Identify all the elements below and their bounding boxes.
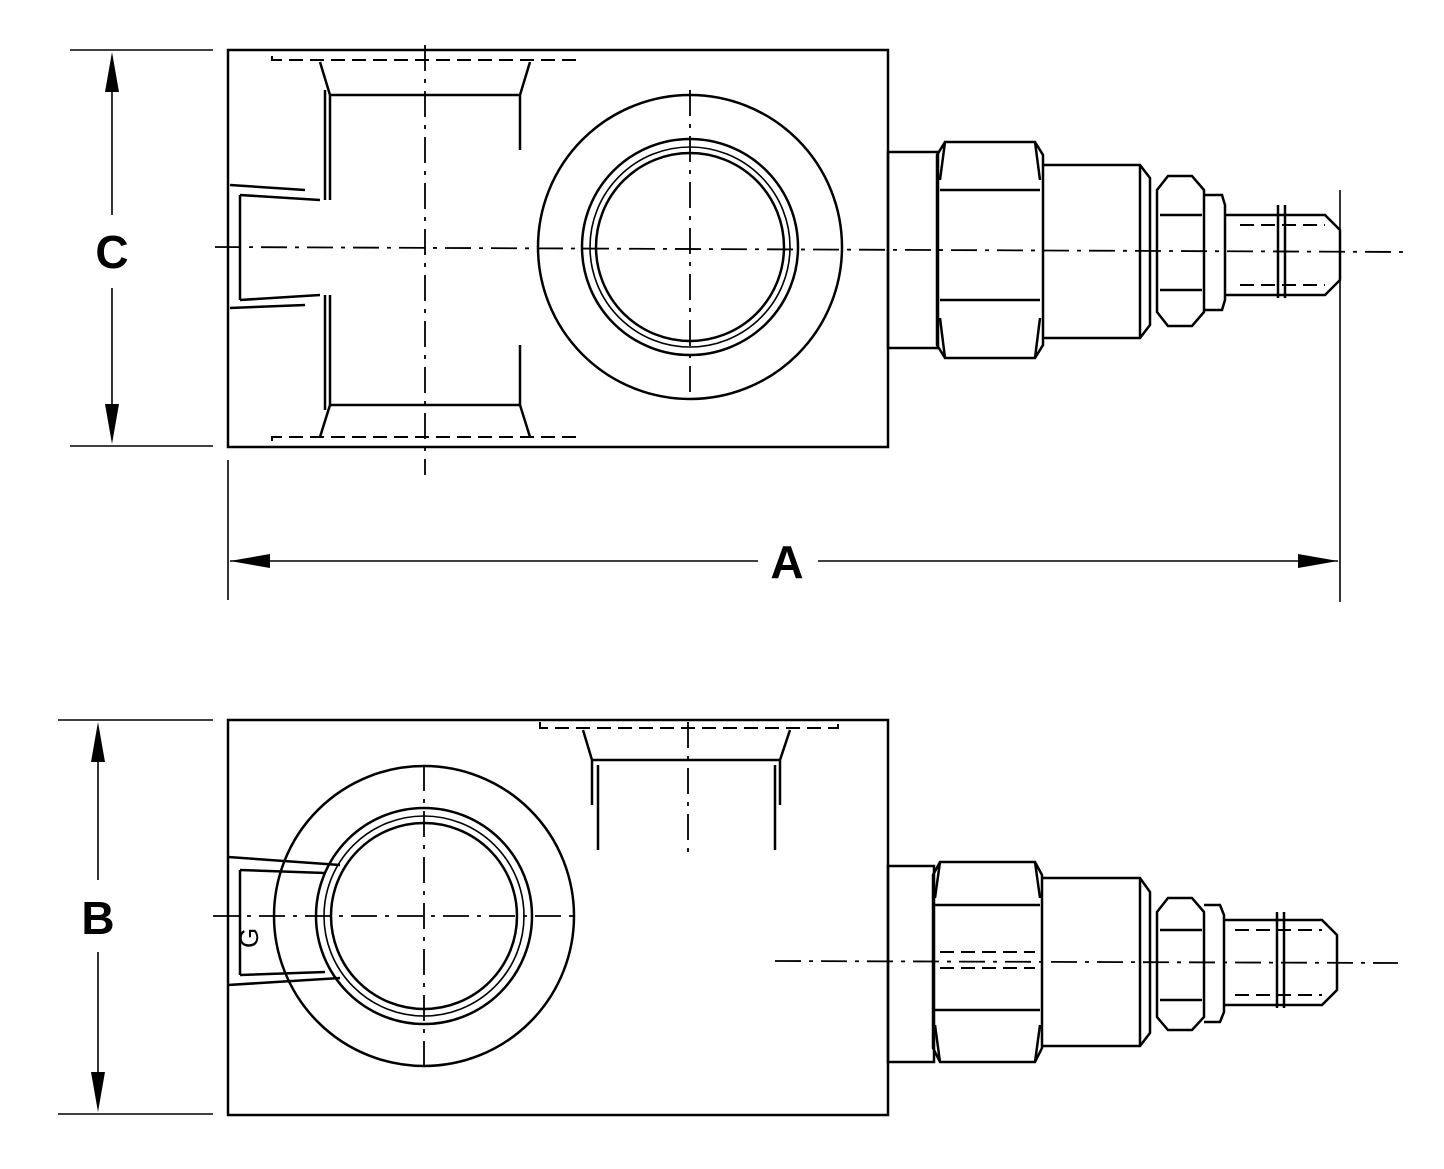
front-view-small-collar: [1204, 903, 1226, 1024]
front-view-small-hex: [1155, 896, 1206, 1032]
top-view-small-collar: [1204, 193, 1227, 312]
dim-b-arrow-bottom: [91, 1072, 105, 1112]
dim-b-arrow-top: [91, 722, 105, 762]
dim-a-label: A: [770, 536, 803, 588]
top-view-small-hex: [1155, 174, 1206, 328]
front-view-adjusting-stem: [1224, 912, 1339, 1008]
front-view-cartridge-collar: [886, 864, 936, 1064]
dim-c-label: C: [95, 226, 128, 278]
front-view-hex-nut: [931, 860, 1044, 1064]
front-view-cartridge-centerline: [774, 960, 1399, 964]
top-view-hex-nut: [935, 140, 1045, 360]
top-view-horizontal-centerline: [214, 246, 1406, 253]
dim-c-arrow-bottom: [105, 404, 119, 444]
front-view-upper-port-bore: [581, 729, 792, 850]
top-view: C A: [70, 45, 1406, 602]
front-view: G B: [58, 718, 1399, 1117]
front-view-stem-hidden: [1235, 929, 1322, 996]
front-view-body: [226, 718, 890, 1117]
dim-b-label: B: [81, 892, 114, 944]
dim-a-arrow-right: [1298, 554, 1338, 568]
dim-a-arrow-left: [230, 554, 270, 568]
top-view-stem-hidden: [1240, 224, 1325, 286]
front-view-cartridge-body: [1042, 876, 1152, 1048]
top-view-cartridge-body: [1043, 163, 1152, 340]
front-view-hex-nut-hidden: [940, 951, 1035, 969]
top-view-lower-port: [271, 436, 576, 441]
top-view-upper-port: [271, 56, 576, 61]
front-view-upper-port: [539, 722, 839, 729]
dim-c-arrow-top: [105, 52, 119, 92]
front-view-port-mark: G: [234, 928, 264, 948]
